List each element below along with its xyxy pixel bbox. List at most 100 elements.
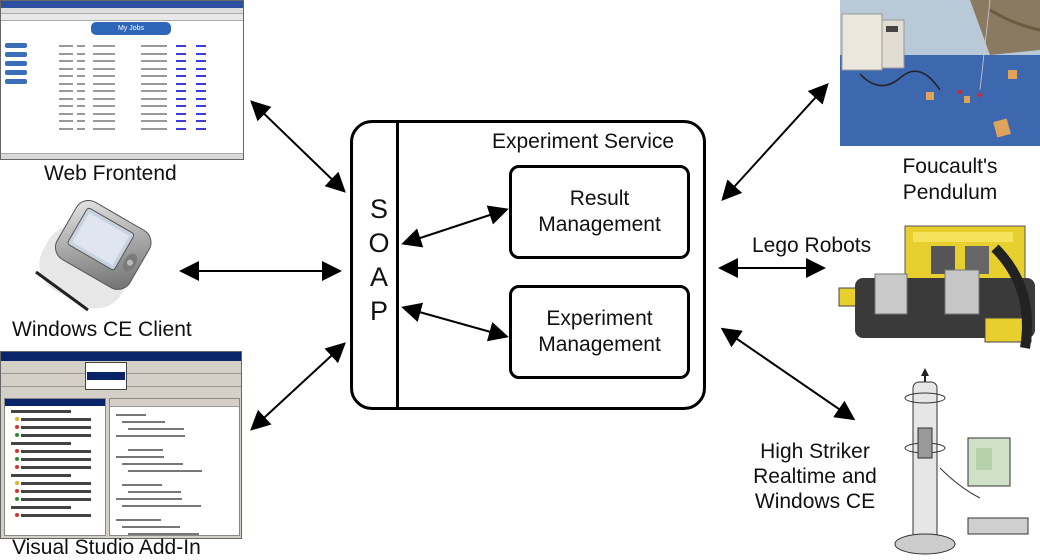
vs-status-icon xyxy=(15,513,19,517)
vs-status-icon xyxy=(15,497,19,501)
vs-editor-tab xyxy=(110,399,239,407)
soap-letter-a: A xyxy=(369,262,388,292)
browser-titlebar xyxy=(1,1,243,8)
pda-device-icon xyxy=(35,200,152,312)
web-table-cell xyxy=(59,45,73,47)
vs-status-icon xyxy=(15,465,19,469)
vs-tree-item[interactable] xyxy=(11,410,71,413)
web-table-cell xyxy=(77,97,85,100)
vs-tree-item[interactable] xyxy=(21,434,91,437)
vs-code-line xyxy=(116,414,146,416)
web-table-cell xyxy=(59,105,73,107)
web-table-cell[interactable] xyxy=(196,120,206,122)
web-table-cell[interactable] xyxy=(196,112,206,115)
web-table-cell[interactable] xyxy=(196,90,206,92)
vs-tree-item[interactable] xyxy=(21,450,91,453)
vs-tree-item[interactable] xyxy=(21,498,91,501)
vs-status-icon xyxy=(15,457,19,461)
windows-ce-caption: Windows CE Client xyxy=(12,318,192,341)
web-table-cell[interactable] xyxy=(196,67,206,70)
vs-status-icon xyxy=(15,425,19,429)
web-table-cell xyxy=(93,120,115,122)
vs-code-line xyxy=(116,498,182,500)
browser-statusbar xyxy=(1,153,243,159)
web-table-cell[interactable] xyxy=(196,127,206,130)
experiment-management-box: Experiment Management xyxy=(509,285,690,379)
vs-code-line xyxy=(122,484,162,486)
web-table-cell xyxy=(93,112,115,115)
web-table-cell[interactable] xyxy=(176,97,186,100)
web-table-cell xyxy=(59,120,73,122)
web-table-cell xyxy=(93,127,115,130)
vs-tree-item[interactable] xyxy=(21,514,91,517)
web-table-cell xyxy=(141,97,167,100)
web-table-cell xyxy=(77,45,85,47)
web-table-cell xyxy=(141,45,167,47)
web-table-cell[interactable] xyxy=(196,82,206,85)
web-table-cell[interactable] xyxy=(196,60,206,62)
web-table-cell xyxy=(141,67,167,70)
lego-robots-caption: Lego Robots xyxy=(752,234,872,257)
web-table-cell[interactable] xyxy=(176,60,186,62)
vs-code-line xyxy=(122,505,201,507)
web-nav-button xyxy=(5,61,27,66)
web-table-cell[interactable] xyxy=(176,52,186,55)
web-nav-button xyxy=(5,70,27,75)
web-table-cell[interactable] xyxy=(176,45,186,47)
web-table-cell[interactable] xyxy=(176,112,186,115)
vs-code-line xyxy=(128,428,184,430)
vs-tree-item[interactable] xyxy=(21,490,91,493)
vs-code-editor xyxy=(109,398,240,536)
web-table-cell[interactable] xyxy=(176,127,186,130)
experiment-management-line2: Management xyxy=(538,333,661,356)
experiment-management-line1: Experiment xyxy=(546,307,653,330)
vs-tree-item[interactable] xyxy=(11,442,71,445)
web-table-cell xyxy=(59,82,73,85)
foucault-caption-line1: Foucault's xyxy=(902,155,998,178)
vs-tree-item[interactable] xyxy=(11,506,71,509)
vs-tree-item[interactable] xyxy=(21,418,91,421)
web-table-cell[interactable] xyxy=(176,90,186,92)
web-nav-button xyxy=(5,52,27,57)
web-table-cell xyxy=(77,67,85,70)
web-table-cell[interactable] xyxy=(176,120,186,122)
vs-tree-item[interactable] xyxy=(11,474,71,477)
vs-tree-item[interactable] xyxy=(21,466,91,469)
web-table-cell[interactable] xyxy=(176,82,186,85)
soap-letter-s: S xyxy=(369,194,388,224)
result-management-line2: Management xyxy=(538,213,661,236)
web-table-cell xyxy=(141,120,167,122)
web-table-cell xyxy=(93,45,115,47)
web-table-cell[interactable] xyxy=(196,45,206,47)
web-table-cell xyxy=(93,82,115,85)
arrow-foucault xyxy=(721,83,829,201)
vs-status-icon xyxy=(15,433,19,437)
web-table-cell[interactable] xyxy=(176,105,186,107)
arrow-high-striker xyxy=(720,327,856,421)
web-table-cell xyxy=(77,90,85,92)
web-table-cell xyxy=(77,75,85,77)
web-table-cell xyxy=(59,97,73,100)
soap-divider xyxy=(396,121,399,409)
vs-tree-item[interactable] xyxy=(21,482,91,485)
web-table-cell[interactable] xyxy=(176,67,186,70)
web-table-cell xyxy=(141,82,167,85)
vs-status-icon xyxy=(15,449,19,453)
foucault-caption-line2: Pendulum xyxy=(902,181,998,204)
web-table-cell[interactable] xyxy=(196,97,206,100)
web-table-cell[interactable] xyxy=(176,75,186,77)
web-table-cell[interactable] xyxy=(196,75,206,77)
web-frontend-screenshot: My Jobs xyxy=(0,0,244,160)
vs-tree-item[interactable] xyxy=(21,458,91,461)
experiment-service-title: Experiment Service xyxy=(492,130,675,153)
web-table-cell[interactable] xyxy=(196,52,206,55)
result-management-box: Result Management xyxy=(509,165,690,259)
web-table-cell xyxy=(59,127,73,130)
web-table-cell xyxy=(141,52,167,55)
vs-popup-menu-highlight xyxy=(87,372,125,380)
high-striker-caption-line2: Realtime and xyxy=(753,465,877,488)
web-table-cell[interactable] xyxy=(196,105,206,107)
web-table-cell xyxy=(141,127,167,130)
vs-tree-item[interactable] xyxy=(21,426,91,429)
vs-code-line xyxy=(128,470,202,472)
